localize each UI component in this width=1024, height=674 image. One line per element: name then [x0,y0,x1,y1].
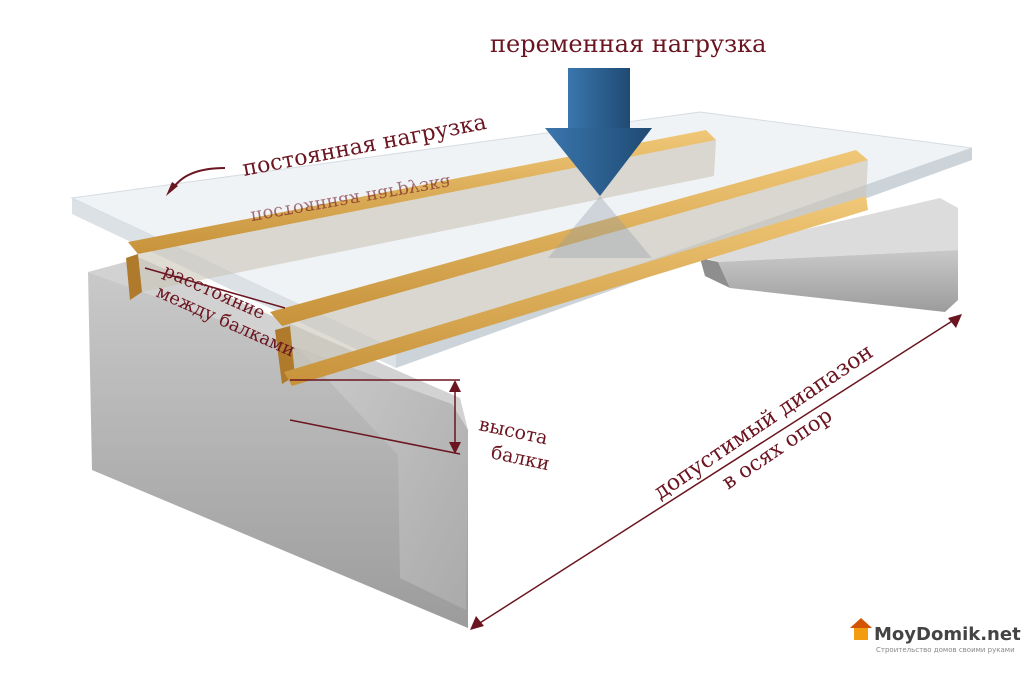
variable-load-label: переменная нагрузка [490,30,766,58]
house-icon [854,626,868,640]
beam-height-label-1: высота [477,413,550,449]
right-concrete-support [695,198,958,312]
roof-icon [850,618,872,628]
beam-front [270,150,868,386]
moydomik-logo: MoyDomik.net Строительство домов своими … [850,618,1021,654]
left-concrete-support [88,258,468,628]
beam-spacing-dimension [144,267,286,309]
constant-load-arrowhead-icon [166,182,178,196]
logo-tagline: Строительство домов своими руками [876,646,1015,654]
beam-back [126,130,716,300]
span-label-1: допустимый диапазон [649,340,878,505]
logo-text: MoyDomik.net [874,624,1021,645]
variable-load-arrow-icon [545,68,652,258]
beam-height-dimension [289,379,461,455]
span-dimension [470,314,962,630]
